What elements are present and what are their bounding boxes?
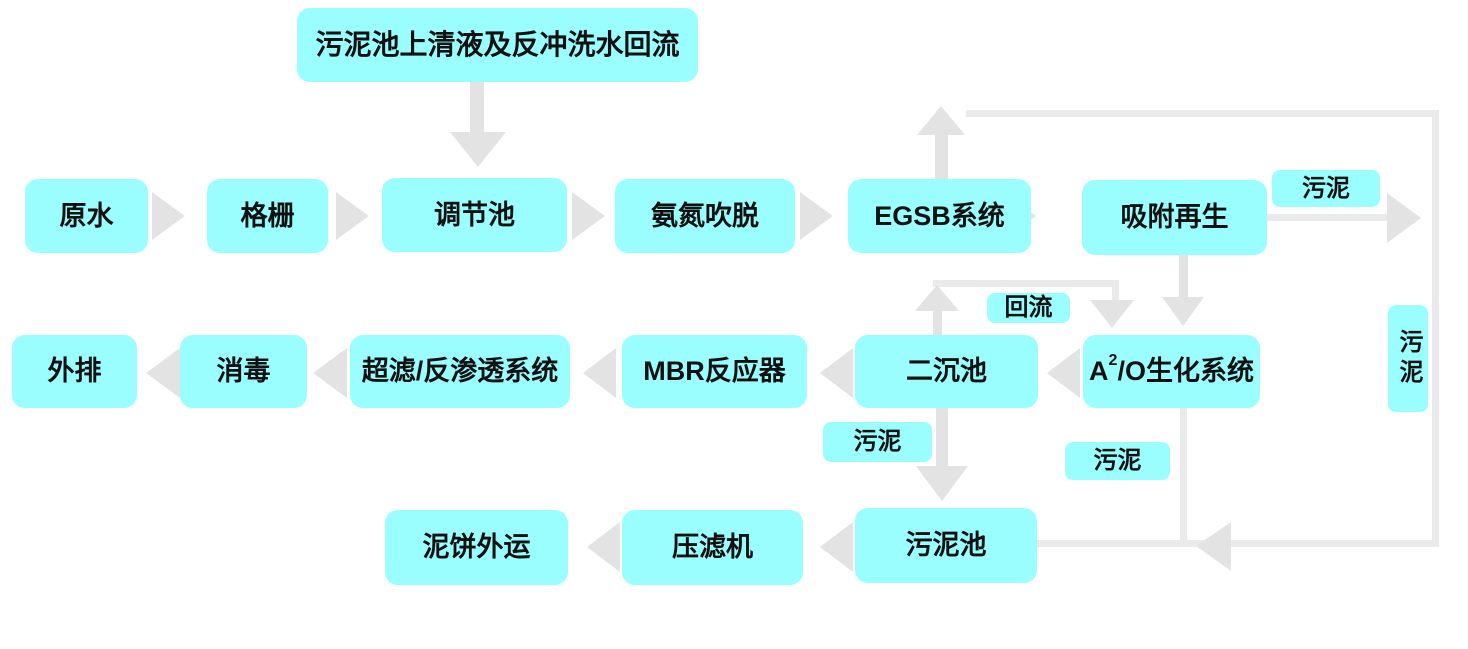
line-adsorption-sludge-out [1267, 214, 1388, 221]
arrowhead-sludge-line-left [1196, 522, 1231, 571]
node-regulating-tank: 调节池 [382, 178, 567, 252]
stem-egsb-up [935, 134, 948, 180]
node-discharge: 外排 [12, 335, 137, 408]
line-bottom-sludge [1037, 540, 1439, 547]
line-reflux-horizontal [933, 280, 1119, 287]
line-top-right-horizontal [966, 110, 1439, 117]
label-reflux: 回流 [987, 293, 1070, 323]
a2o-suffix: /O生化系统 [1117, 356, 1254, 386]
line-reflux-corner [1112, 280, 1119, 302]
arrowhead-reflux-down [1090, 300, 1134, 328]
arrow-clarifier-to-mbr [820, 348, 853, 398]
node-mbr-reactor: MBR反应器 [622, 335, 807, 408]
arrowhead-adsorption-to-a2o [1162, 297, 1204, 326]
arrowhead-sludge-out-right [1387, 193, 1421, 243]
label-sludge-below-a2o: 污泥 [1065, 442, 1170, 480]
line-a2o-down [1180, 408, 1187, 544]
arrow-a2o-to-clarifier [1047, 348, 1080, 398]
node-adsorption-regeneration: 吸附再生 [1082, 180, 1267, 255]
arrow-screen-to-regulating [336, 192, 369, 240]
arrow-mbr-to-ufro [583, 348, 616, 398]
node-disinfection: 消毒 [180, 335, 307, 408]
node-uf-ro-system: 超滤/反渗透系统 [350, 335, 570, 408]
node-bar-screen: 格栅 [207, 179, 328, 253]
a2o-prefix: A [1089, 356, 1109, 386]
arrow-regulating-to-ammonia [572, 192, 605, 240]
node-filter-press: 压滤机 [622, 510, 803, 585]
node-egsb-system: EGSB系统 [848, 179, 1031, 253]
stem-adsorption-down [1179, 255, 1188, 299]
label-sludge-right-line: 污泥 [1388, 305, 1428, 412]
node-mud-cake-out: 泥饼外运 [385, 510, 568, 585]
arrowhead-reflux-up [915, 285, 959, 311]
arrow-ammonia-to-egsb [800, 192, 833, 240]
arrow-rawwater-to-screen [152, 192, 185, 240]
node-sludge-tank: 污泥池 [855, 508, 1037, 583]
arrow-disinfection-to-discharge [146, 348, 180, 398]
arrow-filterpress-to-mudcake [587, 522, 620, 572]
stem-reflux-up [933, 311, 942, 335]
stem-top-return-down [470, 82, 484, 134]
arrowhead-top-return-down [450, 132, 506, 167]
node-ammonia-stripping: 氨氮吹脱 [615, 179, 795, 253]
arrowhead-clarifier-to-sludgetank [916, 466, 968, 501]
arrow-sludgetank-to-filterpress [820, 522, 853, 572]
label-sludge-below-clarifier: 污泥 [823, 422, 932, 462]
stem-clarifier-down [936, 408, 948, 468]
arrowhead-egsb-up [917, 106, 965, 135]
arrow-ufro-to-disinfection [313, 348, 347, 398]
line-right-vertical [1432, 110, 1439, 547]
label-sludge-adsorption-out: 污泥 [1272, 170, 1380, 207]
node-secondary-clarifier: 二沉池 [855, 335, 1038, 408]
node-raw-water: 原水 [25, 179, 148, 253]
node-top-return: 污泥池上清液及反冲洗水回流 [297, 8, 698, 82]
